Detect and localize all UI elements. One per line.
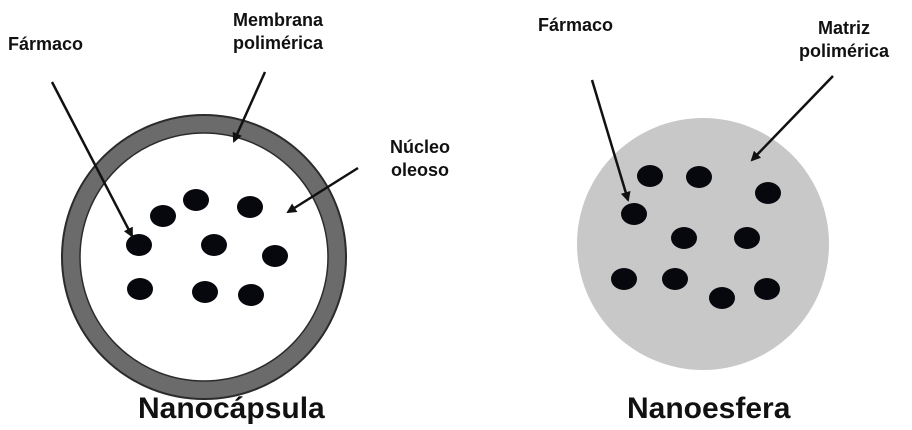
drug-label-capsule: Fármaco: [8, 33, 83, 56]
drug-particle: [127, 278, 153, 300]
nanocapsule-title: Nanocápsula: [138, 392, 325, 426]
drug-particle: [126, 234, 152, 256]
drug-particle: [755, 182, 781, 204]
nanosphere-diagram: [577, 76, 833, 370]
matrix-label: Matriz polimérica: [784, 17, 904, 63]
nanosphere-title: Nanoesfera: [627, 392, 790, 426]
drug-particle: [262, 245, 288, 267]
drug-particle: [734, 227, 760, 249]
drug-particle: [662, 268, 688, 290]
drug-particle: [686, 166, 712, 188]
drug-particle: [709, 287, 735, 309]
drug-particle: [237, 196, 263, 218]
drug-particle: [192, 281, 218, 303]
membrane-label: Membrana polimérica: [218, 9, 338, 55]
drug-label-sphere: Fármaco: [538, 14, 613, 37]
drug-particle: [183, 189, 209, 211]
drug-particle: [150, 205, 176, 227]
drug-particle: [621, 203, 647, 225]
oily-core: [80, 133, 328, 381]
matrix-arrow: [752, 76, 833, 160]
drug-particle: [611, 268, 637, 290]
drug-particle: [637, 165, 663, 187]
nanocapsule-diagram: [52, 72, 358, 399]
drug-particle: [754, 278, 780, 300]
drug-particle: [671, 227, 697, 249]
core-label: Núcleo oleoso: [380, 136, 460, 182]
drug-particle: [238, 284, 264, 306]
drug-particle: [201, 234, 227, 256]
